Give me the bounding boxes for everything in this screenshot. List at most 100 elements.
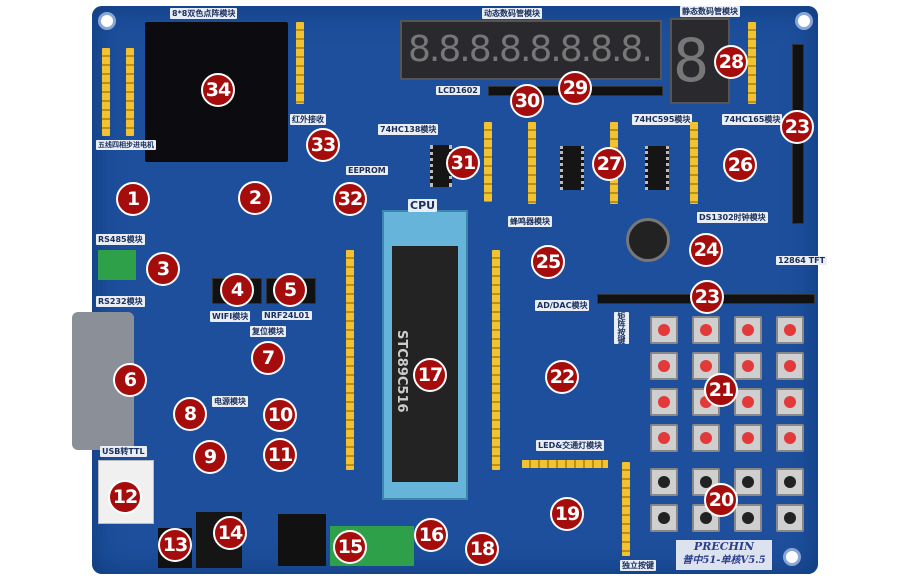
mount-hole xyxy=(783,548,801,566)
matrix-key[interactable] xyxy=(776,388,804,416)
callout-34: 34 xyxy=(201,73,235,107)
header xyxy=(102,48,110,136)
independent-key[interactable] xyxy=(776,468,804,496)
matrix-key[interactable] xyxy=(692,316,720,344)
callout-33: 33 xyxy=(306,128,340,162)
label-lcd1602: LCD1602 xyxy=(436,86,480,95)
label-cpu: CPU xyxy=(408,199,438,212)
header xyxy=(296,22,304,104)
matrix-key[interactable] xyxy=(776,352,804,380)
callout-23: 23 xyxy=(690,280,724,314)
model: 普中51-单核V5.5 xyxy=(682,555,766,566)
label-led: LED&交通灯模块 xyxy=(536,440,605,451)
label-wifi: WIFI模块 xyxy=(210,311,251,322)
battery xyxy=(626,218,670,262)
callout-19: 19 xyxy=(550,497,584,531)
mount-hole xyxy=(98,12,116,30)
callout-6: 6 xyxy=(113,363,147,397)
label-ir: 红外接收 xyxy=(290,114,326,125)
callout-7: 7 xyxy=(251,341,285,375)
header xyxy=(522,460,608,468)
matrix-key[interactable] xyxy=(734,316,762,344)
callout-20: 20 xyxy=(704,483,738,517)
label-dynamic-7seg: 动态数码管模块 xyxy=(482,8,542,19)
label-ds1302: DS1302时钟模块 xyxy=(697,212,768,223)
callout-30: 30 xyxy=(510,84,544,118)
matrix-key[interactable] xyxy=(776,316,804,344)
matrix-key[interactable] xyxy=(734,352,762,380)
label-buzzer: 蜂鸣器模块 xyxy=(508,216,552,227)
callout-3: 3 xyxy=(146,252,180,286)
label-dot-matrix: 8*8双色点阵模块 xyxy=(170,8,238,19)
matrix-key[interactable] xyxy=(650,388,678,416)
header xyxy=(492,250,500,470)
label-tft: 12864 TFT xyxy=(776,256,827,265)
label-rs232: RS232模块 xyxy=(96,296,145,307)
label-adda: AD/DAC模块 xyxy=(535,300,590,311)
rs485-terminal xyxy=(98,250,136,280)
callout-25: 25 xyxy=(531,245,565,279)
callout-31: 31 xyxy=(446,146,480,180)
chip xyxy=(645,146,669,190)
header xyxy=(346,250,354,470)
label-hc595: 74HC595模块 xyxy=(632,114,693,125)
matrix-key[interactable] xyxy=(734,388,762,416)
callout-23: 23 xyxy=(780,110,814,144)
callout-22: 22 xyxy=(545,360,579,394)
callout-16: 16 xyxy=(414,518,448,552)
header xyxy=(126,48,134,136)
callout-32: 32 xyxy=(333,182,367,216)
independent-key[interactable] xyxy=(776,504,804,532)
callout-15: 15 xyxy=(333,530,367,564)
matrix-key[interactable] xyxy=(692,424,720,452)
label-hc138: 74HC138模块 xyxy=(378,124,439,135)
callout-21: 21 xyxy=(704,373,738,407)
matrix-key[interactable] xyxy=(650,316,678,344)
label-stepper: 五线四相步进电机 xyxy=(96,140,156,150)
label-nrf: NRF24L01 xyxy=(262,311,312,320)
mount-hole xyxy=(795,12,813,30)
label-matrix-keys: 矩阵按键 xyxy=(614,312,629,344)
relay xyxy=(278,514,326,566)
independent-key[interactable] xyxy=(734,468,762,496)
callout-29: 29 xyxy=(558,71,592,105)
header xyxy=(748,22,756,104)
callout-17: 17 xyxy=(413,358,447,392)
mcu-label: STC89C516 xyxy=(394,330,409,413)
header xyxy=(690,122,698,204)
independent-key[interactable] xyxy=(650,504,678,532)
callout-18: 18 xyxy=(465,532,499,566)
header xyxy=(528,122,536,204)
callout-13: 13 xyxy=(158,528,192,562)
matrix-key[interactable] xyxy=(776,424,804,452)
callout-4: 4 xyxy=(220,273,254,307)
callout-1: 1 xyxy=(116,182,150,216)
matrix-key[interactable] xyxy=(734,424,762,452)
callout-8: 8 xyxy=(173,397,207,431)
label-keys: 独立按键 xyxy=(620,560,656,571)
callout-12: 12 xyxy=(108,480,142,514)
matrix-key[interactable] xyxy=(650,352,678,380)
callout-2: 2 xyxy=(238,181,272,215)
header xyxy=(484,122,492,202)
chip xyxy=(560,146,584,190)
label-reset: 复位模块 xyxy=(250,326,286,337)
matrix-key[interactable] xyxy=(650,424,678,452)
label-usb-ttl: USB转TTL xyxy=(100,446,147,457)
brand-plate: PRECHIN 普中51-单核V5.5 xyxy=(676,540,772,570)
callout-9: 9 xyxy=(193,440,227,474)
independent-key[interactable] xyxy=(650,468,678,496)
dynamic-7seg-display: 8.8.8.8.8.8.8.8. xyxy=(400,20,662,80)
callout-14: 14 xyxy=(213,516,247,550)
label-eeprom: EEPROM xyxy=(346,166,388,175)
callout-5: 5 xyxy=(273,273,307,307)
label-static-7seg: 静态数码管模块 xyxy=(680,6,740,17)
label-power: 电源模块 xyxy=(212,396,248,407)
callout-10: 10 xyxy=(263,398,297,432)
header xyxy=(622,462,630,556)
independent-key[interactable] xyxy=(734,504,762,532)
label-hc165: 74HC165模块 xyxy=(722,114,783,125)
callout-26: 26 xyxy=(723,148,757,182)
label-rs485: RS485模块 xyxy=(96,234,145,245)
callout-27: 27 xyxy=(592,147,626,181)
